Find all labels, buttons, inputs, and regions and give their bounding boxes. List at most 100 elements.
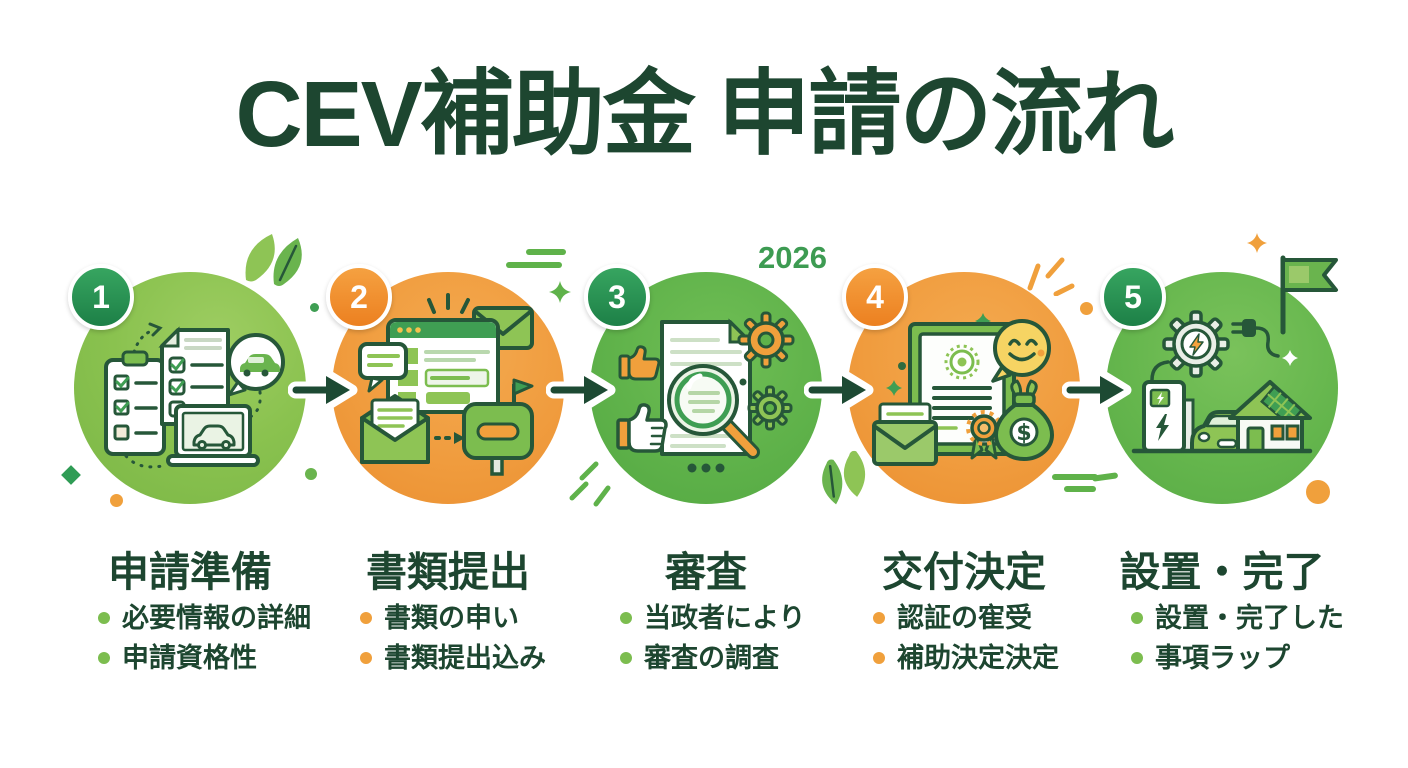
speed-line-decoration	[526, 249, 566, 255]
bullet-text: 設置・完了した	[1155, 603, 1344, 633]
ev-charger-car-solar-house-icon	[1122, 288, 1322, 488]
clipboard-checklist-laptop-car-icon	[90, 288, 290, 488]
bullet-item: 設置・完了した	[1131, 602, 1344, 634]
step-3-circle: 3	[584, 264, 822, 504]
step-3-illustration	[616, 311, 795, 473]
goal-flag-icon	[1280, 255, 1338, 335]
step-2-circle: 2	[326, 264, 564, 504]
step-4-bullets: 認証の寉受 補助決定決定	[873, 602, 1059, 682]
document-magnifier-thumbs-gears-icon	[606, 288, 806, 488]
bullet-text: 当政者により	[644, 603, 806, 633]
sparkle-icon	[1282, 350, 1298, 366]
bullet-item: 書類の申い	[360, 602, 546, 634]
bullet-dot-icon	[98, 652, 110, 664]
year-label: 2026	[758, 240, 827, 275]
speech-bubble-icon	[358, 342, 408, 393]
bullet-dot-icon	[360, 652, 372, 664]
step-2-bullets: 書類の申い 書類提出込み	[360, 602, 546, 682]
step-1-circle: 1	[68, 264, 306, 504]
step-4-title: 交付決定	[882, 549, 1046, 595]
step-2-title: 書類提出	[366, 549, 530, 595]
grant-envelope-icon	[872, 402, 938, 466]
bullet-item: 審査の調査	[620, 642, 805, 674]
diamond-decoration	[61, 465, 81, 485]
bullet-item: 事項ラップ	[1131, 642, 1344, 674]
sparkle-icon	[975, 313, 991, 329]
speed-line-decoration	[1052, 474, 1098, 480]
bullet-item: 申請資格性	[98, 642, 311, 674]
burst-lines-decoration	[569, 461, 611, 507]
sparkle-icon	[886, 380, 902, 396]
bullet-text: 認証の寉受	[897, 603, 1032, 633]
bullet-dot-icon	[620, 652, 632, 664]
clipboard-icon	[104, 350, 166, 456]
arrow-right-icon	[546, 368, 616, 412]
certificate-smiley-moneybag-envelope-icon: $	[864, 288, 1064, 488]
sparkle-icon	[549, 281, 571, 303]
step-5-number-badge: 5	[1100, 264, 1166, 330]
step-5-title: 設置・完了	[1119, 549, 1325, 595]
solar-house-icon	[1228, 380, 1312, 453]
step-1-number: 1	[92, 278, 110, 315]
money-bag-icon: $	[994, 379, 1054, 461]
dot-decoration	[110, 494, 123, 507]
laptop-car-icon	[166, 404, 260, 467]
speed-line-decoration	[506, 262, 562, 268]
step-2-number-badge: 2	[326, 264, 392, 330]
open-envelope-letter-icon	[360, 394, 430, 464]
car-speech-bubble-icon	[227, 333, 285, 397]
step-5-circle: 5	[1100, 264, 1338, 504]
bullet-text: 書類の申い	[384, 603, 519, 633]
bullet-item: 必要情報の詳細	[98, 602, 311, 634]
plug-icon	[1231, 319, 1280, 358]
solar-panel-icon	[1260, 385, 1304, 427]
arrow-right-icon	[804, 368, 874, 412]
step-5-number: 5	[1124, 278, 1142, 315]
bullet-text: 審査の調査	[644, 643, 779, 673]
step-5-bullets: 設置・完了した 事項ラップ	[1131, 602, 1344, 682]
smiley-speech-bubble-icon	[991, 319, 1051, 383]
speed-line-decoration	[1064, 486, 1096, 492]
step-1-bullets: 必要情報の詳細 申請資格性	[98, 602, 311, 682]
step-3-title: 審査	[665, 549, 747, 595]
step-3-number-badge: 3	[584, 264, 650, 330]
sparkle-ticks	[427, 293, 470, 314]
bullet-text: 事項ラップ	[1155, 643, 1290, 673]
magnifier-icon	[667, 364, 760, 459]
thumbs-up-white-icon	[616, 403, 668, 453]
dot-decoration	[305, 468, 317, 480]
step-2-number: 2	[350, 278, 368, 315]
step-4-number-badge: 4	[842, 264, 908, 330]
dollar-sign: $	[1016, 421, 1031, 446]
arrow-right-icon	[288, 368, 358, 412]
step-4-illustration: $	[872, 313, 1054, 466]
step-4-circle: $ 4	[842, 264, 1080, 504]
bullet-item: 書類提出込み	[360, 642, 546, 674]
sparkle-icon	[1247, 233, 1267, 253]
ellipsis-dots	[687, 463, 725, 473]
gear-orange-icon	[737, 311, 795, 369]
step-3-bullets: 当政者により 審査の調査	[620, 602, 805, 682]
dot-decoration	[1306, 480, 1330, 504]
browser-form-icon	[386, 318, 500, 414]
mailbox-icon	[462, 378, 534, 476]
step-4-number: 4	[866, 278, 884, 315]
bullet-text: 補助決定決定	[897, 643, 1059, 673]
step-1-illustration	[104, 322, 285, 469]
page-title: CEV補助金 申請の流れ	[235, 62, 1174, 166]
leaf-decoration-icon	[822, 450, 866, 505]
bullet-dot-icon	[1131, 612, 1143, 624]
bullet-item: 認証の寉受	[873, 602, 1059, 634]
thumbs-up-orange-icon	[618, 345, 661, 381]
step-1-title: 申請準備	[108, 549, 272, 595]
step-3-number: 3	[608, 278, 626, 315]
bullet-text: 書類提出込み	[384, 643, 546, 673]
bullet-dot-icon	[360, 612, 372, 624]
step-2-illustration	[358, 293, 534, 476]
step-5-illustration	[1131, 310, 1313, 454]
browser-form-envelopes-mailbox-icon	[348, 288, 548, 488]
leaf-decoration-icon	[245, 234, 302, 286]
ev-charger-icon	[1142, 380, 1195, 453]
gear-green-icon	[747, 385, 793, 431]
